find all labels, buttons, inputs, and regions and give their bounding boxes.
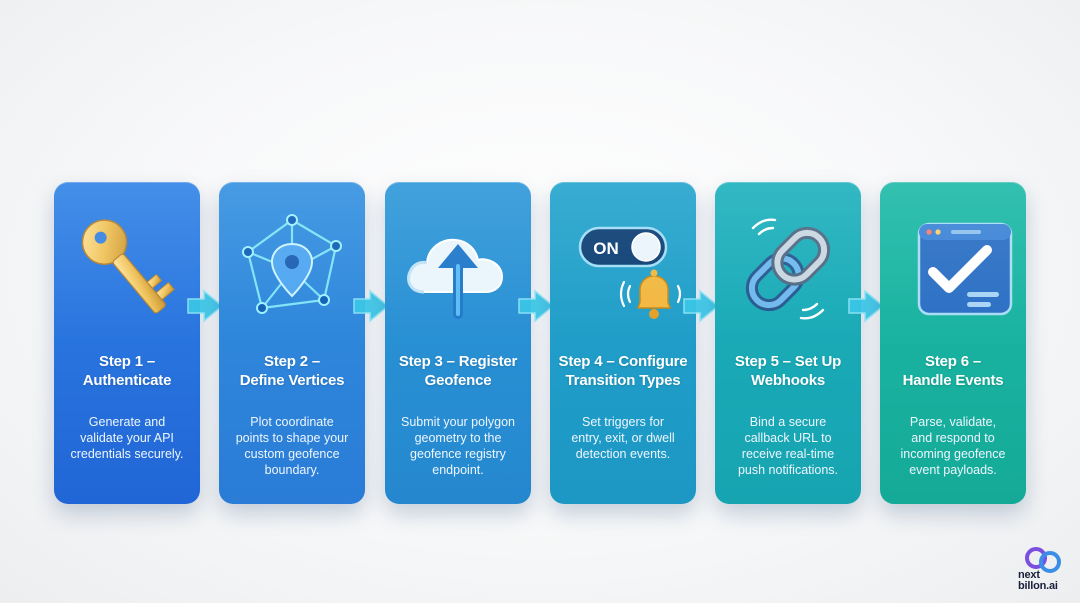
step-title-line1: Step 2 –	[264, 353, 320, 370]
step-title-line2: Handle Events	[902, 372, 1004, 389]
step-title: Step 3 – Register Geofence	[391, 352, 525, 390]
step-title: Step 5 – Set Up Webhooks	[721, 352, 855, 390]
chevron-arrow-icon	[518, 289, 555, 323]
chevron-arrow-icon	[353, 289, 390, 323]
chevron-arrow-icon	[848, 289, 885, 323]
step-title-line2: Transition Types	[565, 372, 681, 389]
step-desc-line: endpoint.	[432, 463, 484, 477]
step-desc-line: Bind a secure	[749, 415, 827, 429]
step-title-line2: Geofence	[424, 372, 492, 389]
step-description: Bind a secure callback URL to receive re…	[723, 414, 853, 478]
step-card-3: Step 3 – Register Geofence Submit your p…	[385, 182, 531, 504]
logo-line1: next	[1018, 569, 1040, 581]
step-description: Plot coordinate points to shape your cus…	[227, 414, 357, 478]
step-desc-line: points to shape your	[235, 431, 349, 445]
step-desc-line: receive real-time	[741, 447, 835, 461]
step-title-line1: Step 4 – Configure	[558, 353, 688, 370]
step-desc-line: credentials securely.	[70, 447, 184, 461]
step-card-1: Step 1 – Authenticate Generate and valid…	[54, 182, 200, 504]
step-desc-line: event payloads.	[909, 463, 997, 477]
step-desc-line: geofence registry	[410, 447, 506, 461]
step-desc-line: push notifications.	[737, 463, 839, 477]
logo: next billon.ai	[1018, 570, 1058, 592]
key-icon	[54, 210, 200, 328]
step-title: Step 6 – Handle Events	[886, 352, 1020, 390]
chevron-arrow-icon	[683, 289, 720, 323]
step-title: Step 2 – Define Vertices	[225, 352, 359, 390]
step-description: Parse, validate, and respond to incoming…	[888, 414, 1018, 478]
step-title-line2: Webhooks	[751, 372, 825, 389]
step-description: Submit your polygon geometry to the geof…	[393, 414, 523, 478]
checklist-window-icon	[880, 210, 1026, 328]
step-description: Generate and validate your API credentia…	[62, 414, 192, 462]
chevron-arrow-icon	[187, 289, 224, 323]
step-description: Set triggers for entry, exit, or dwell d…	[558, 414, 688, 462]
step-desc-line: geometry to the	[414, 431, 502, 445]
step-desc-line: Plot coordinate	[250, 415, 334, 429]
step-card-5: Step 5 – Set Up Webhooks Bind a secure c…	[715, 182, 861, 504]
step-title: Step 4 – Configure Transition Types	[556, 352, 690, 390]
step-desc-line: incoming geofence	[900, 447, 1006, 461]
step-desc-line: Set triggers for	[582, 415, 664, 429]
step-card-2: Step 2 – Define Vertices Plot coordinate…	[219, 182, 365, 504]
step-title-line1: Step 3 – Register	[398, 353, 518, 370]
step-title: Step 1 – Authenticate	[60, 352, 194, 390]
step-title-line1: Step 5 – Set Up	[734, 353, 842, 370]
step-desc-line: Generate and	[88, 415, 166, 429]
chain-link-icon	[715, 210, 861, 328]
step-desc-line: Parse, validate,	[909, 415, 997, 429]
toggle-label: ON	[593, 239, 619, 258]
step-card-6: Step 6 – Handle Events Parse, validate, …	[880, 182, 1026, 504]
step-desc-line: custom geofence	[244, 447, 340, 461]
logo-line2: billon.ai	[1018, 580, 1058, 592]
logo-mark-icon	[1025, 547, 1061, 573]
step-title-line2: Define Vertices	[239, 372, 345, 389]
polygon-location-icon	[219, 210, 365, 328]
step-card-4: ON Step 4 – Configure Transition Types S…	[550, 182, 696, 504]
step-desc-line: callback URL to	[744, 431, 832, 445]
step-desc-line: entry, exit, or dwell	[571, 431, 675, 445]
step-desc-line: Submit your polygon	[401, 415, 515, 429]
step-desc-line: boundary.	[264, 463, 320, 477]
step-desc-line: and respond to	[911, 431, 995, 445]
toggle-bell-icon: ON	[550, 210, 696, 328]
step-title-line1: Step 1 –	[99, 353, 155, 370]
step-title-line1: Step 6 –	[925, 353, 981, 370]
step-title-line2: Authenticate	[82, 372, 172, 389]
step-desc-line: detection events.	[575, 447, 671, 461]
cloud-upload-icon	[385, 210, 531, 328]
step-desc-line: validate your API	[80, 431, 174, 445]
